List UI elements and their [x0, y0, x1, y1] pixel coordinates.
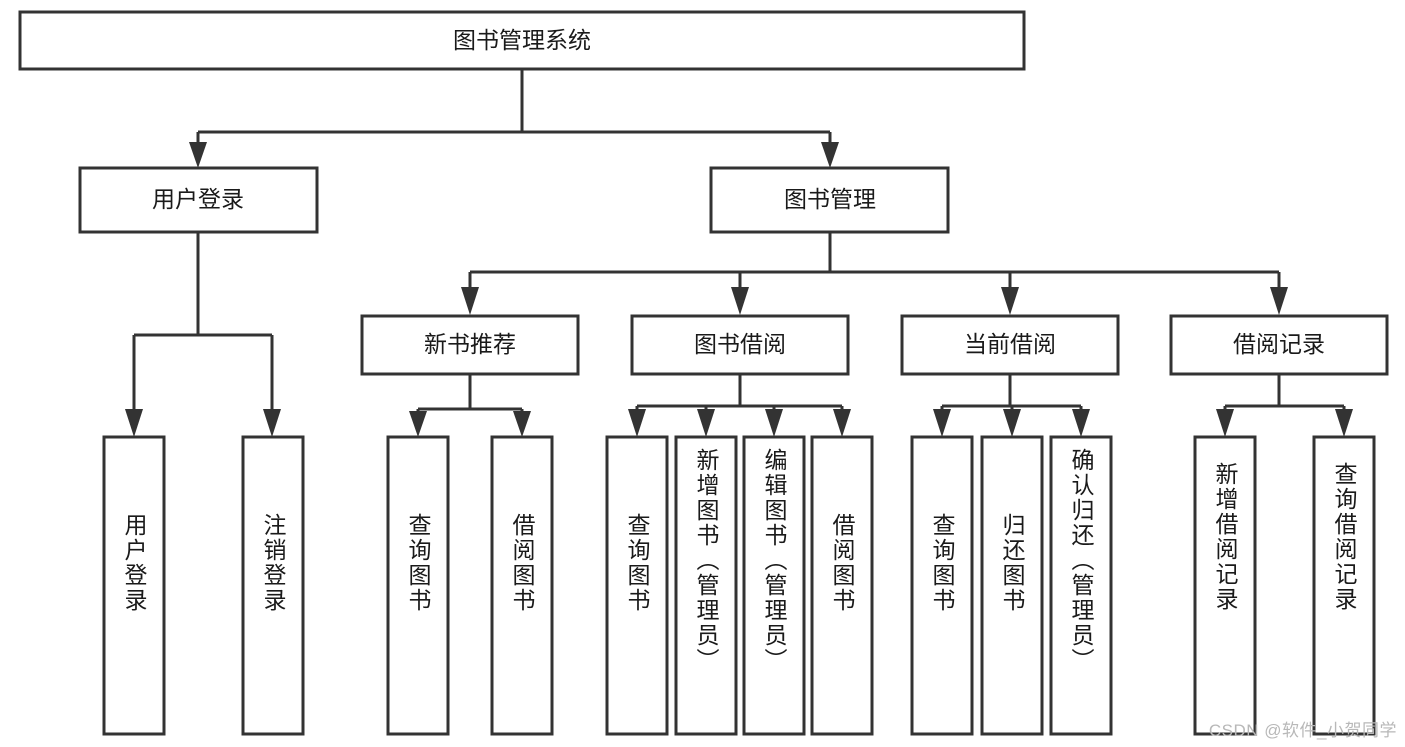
node-leaf-borrow-book-2-box[interactable]: [810, 435, 874, 736]
arrowhead-current-borrow: [1001, 287, 1019, 315]
node-leaf-query-book-3[interactable]: 查询图书: [910, 435, 974, 736]
connector-group-borrow-record-to-leaves: [1216, 374, 1353, 437]
connector-group-user-login-to-leaves: [125, 232, 281, 437]
node-leaf-query-record-box[interactable]: [1312, 435, 1376, 736]
node-user-login-label: 用户登录: [152, 186, 244, 212]
node-user-login[interactable]: 用户登录: [78, 166, 319, 234]
node-leaf-logout-login[interactable]: 注销登录: [241, 435, 305, 736]
node-leaf-edit-book[interactable]: 编辑图书（管理员）: [742, 435, 806, 736]
arrowhead-leaf-borrow-book-1: [513, 411, 531, 437]
connector-group-book-manage-to-level3: [461, 232, 1288, 315]
node-book-borrow[interactable]: 图书借阅: [630, 314, 850, 376]
node-leaf-user-login-label: 用户登录: [121, 513, 148, 613]
node-current-borrow[interactable]: 当前借阅: [900, 314, 1120, 376]
arrowhead-leaf-borrow-book-2: [833, 409, 851, 437]
node-leaf-logout-login-box[interactable]: [241, 435, 305, 736]
node-leaf-add-record[interactable]: 新增借阅记录: [1193, 435, 1257, 736]
node-leaf-add-record-label: 新增借阅记录: [1212, 462, 1239, 612]
node-user-login-box[interactable]: [78, 166, 319, 234]
node-leaf-query-book-1-box[interactable]: [386, 435, 450, 736]
node-book-manage[interactable]: 图书管理: [709, 166, 950, 234]
arrowhead-leaf-query-book-1: [409, 411, 427, 437]
node-leaf-query-book-2[interactable]: 查询图书: [605, 435, 669, 736]
node-leaf-return-book[interactable]: 归还图书: [980, 435, 1044, 736]
arrowhead-leaf-add-book: [697, 409, 715, 437]
node-book-borrow-label: 图书借阅: [694, 331, 786, 357]
node-leaf-add-book-label: 新增图书（管理员）: [693, 448, 720, 673]
node-leaf-query-book-1-label: 查询图书: [405, 513, 432, 613]
node-leaf-confirm-return-label: 确认归还（管理员）: [1068, 448, 1095, 673]
arrowhead-book-borrow: [731, 287, 749, 315]
node-leaf-logout-login-label: 注销登录: [260, 513, 287, 613]
arrowhead-user-login: [189, 142, 207, 168]
node-borrow-record[interactable]: 借阅记录: [1169, 314, 1389, 376]
node-root-box[interactable]: [18, 10, 1026, 71]
node-leaf-query-book-2-label: 查询图书: [624, 513, 651, 613]
node-leaf-query-record-label: 查询借阅记录: [1331, 462, 1358, 612]
arrowhead-leaf-add-record: [1216, 409, 1234, 437]
node-current-borrow-label: 当前借阅: [964, 331, 1056, 357]
node-leaf-add-book-box[interactable]: [674, 435, 738, 736]
node-new-book-rec-box[interactable]: [360, 314, 580, 376]
arrowhead-borrow-record: [1270, 287, 1288, 315]
node-leaf-return-book-box[interactable]: [980, 435, 1044, 736]
node-leaf-return-book-label: 归还图书: [999, 513, 1026, 613]
node-leaf-user-login[interactable]: 用户登录: [102, 435, 166, 736]
arrowhead-leaf-query-book-3: [933, 409, 951, 437]
arrowhead-leaf-query-book-2: [628, 409, 646, 437]
arrowhead-leaf-edit-book: [765, 409, 783, 437]
node-leaf-confirm-return[interactable]: 确认归还（管理员）: [1049, 435, 1113, 736]
node-root[interactable]: 图书管理系统: [18, 10, 1026, 71]
arrowhead-leaf-query-record: [1335, 409, 1353, 437]
node-leaf-add-record-box[interactable]: [1193, 435, 1257, 736]
node-leaf-query-book-3-label: 查询图书: [929, 513, 956, 613]
node-borrow-record-box[interactable]: [1169, 314, 1389, 376]
node-leaf-borrow-book-1-box[interactable]: [490, 435, 554, 736]
node-leaf-query-book-1[interactable]: 查询图书: [386, 435, 450, 736]
arrowhead-book-manage: [821, 142, 839, 168]
node-leaf-query-book-3-box[interactable]: [910, 435, 974, 736]
node-new-book-rec-label: 新书推荐: [424, 331, 516, 357]
node-leaf-borrow-book-1-label: 借阅图书: [509, 513, 536, 613]
node-root-label: 图书管理系统: [453, 27, 591, 53]
node-leaf-edit-book-box[interactable]: [742, 435, 806, 736]
arrowhead-leaf-logout-login: [263, 409, 281, 437]
arrowhead-leaf-return-book: [1003, 409, 1021, 437]
node-current-borrow-box[interactable]: [900, 314, 1120, 376]
arrowhead-leaf-confirm-return: [1072, 409, 1090, 437]
node-leaf-edit-book-label: 编辑图书（管理员）: [761, 448, 788, 673]
node-new-book-rec[interactable]: 新书推荐: [360, 314, 580, 376]
node-leaf-borrow-book-1[interactable]: 借阅图书: [490, 435, 554, 736]
node-book-manage-label: 图书管理: [784, 186, 876, 212]
node-leaf-borrow-book-2[interactable]: 借阅图书: [810, 435, 874, 736]
arrowhead-leaf-user-login: [125, 409, 143, 437]
node-leaf-confirm-return-box[interactable]: [1049, 435, 1113, 736]
node-book-manage-box[interactable]: [709, 166, 950, 234]
arrowhead-new-book-rec: [461, 287, 479, 315]
node-book-borrow-box[interactable]: [630, 314, 850, 376]
node-leaf-query-book-2-box[interactable]: [605, 435, 669, 736]
connector-group-book-borrow-to-leaves: [628, 374, 851, 437]
node-leaf-borrow-book-2-label: 借阅图书: [829, 513, 856, 613]
node-leaf-query-record[interactable]: 查询借阅记录: [1312, 435, 1376, 736]
connector-group-current-borrow-to-leaves: [933, 374, 1090, 437]
connector-group-root-to-level2: [189, 69, 839, 168]
node-leaf-user-login-box[interactable]: [102, 435, 166, 736]
node-leaf-add-book[interactable]: 新增图书（管理员）: [674, 435, 738, 736]
node-borrow-record-label: 借阅记录: [1233, 331, 1325, 357]
connector-group-new-book-rec-to-leaves: [409, 374, 531, 437]
